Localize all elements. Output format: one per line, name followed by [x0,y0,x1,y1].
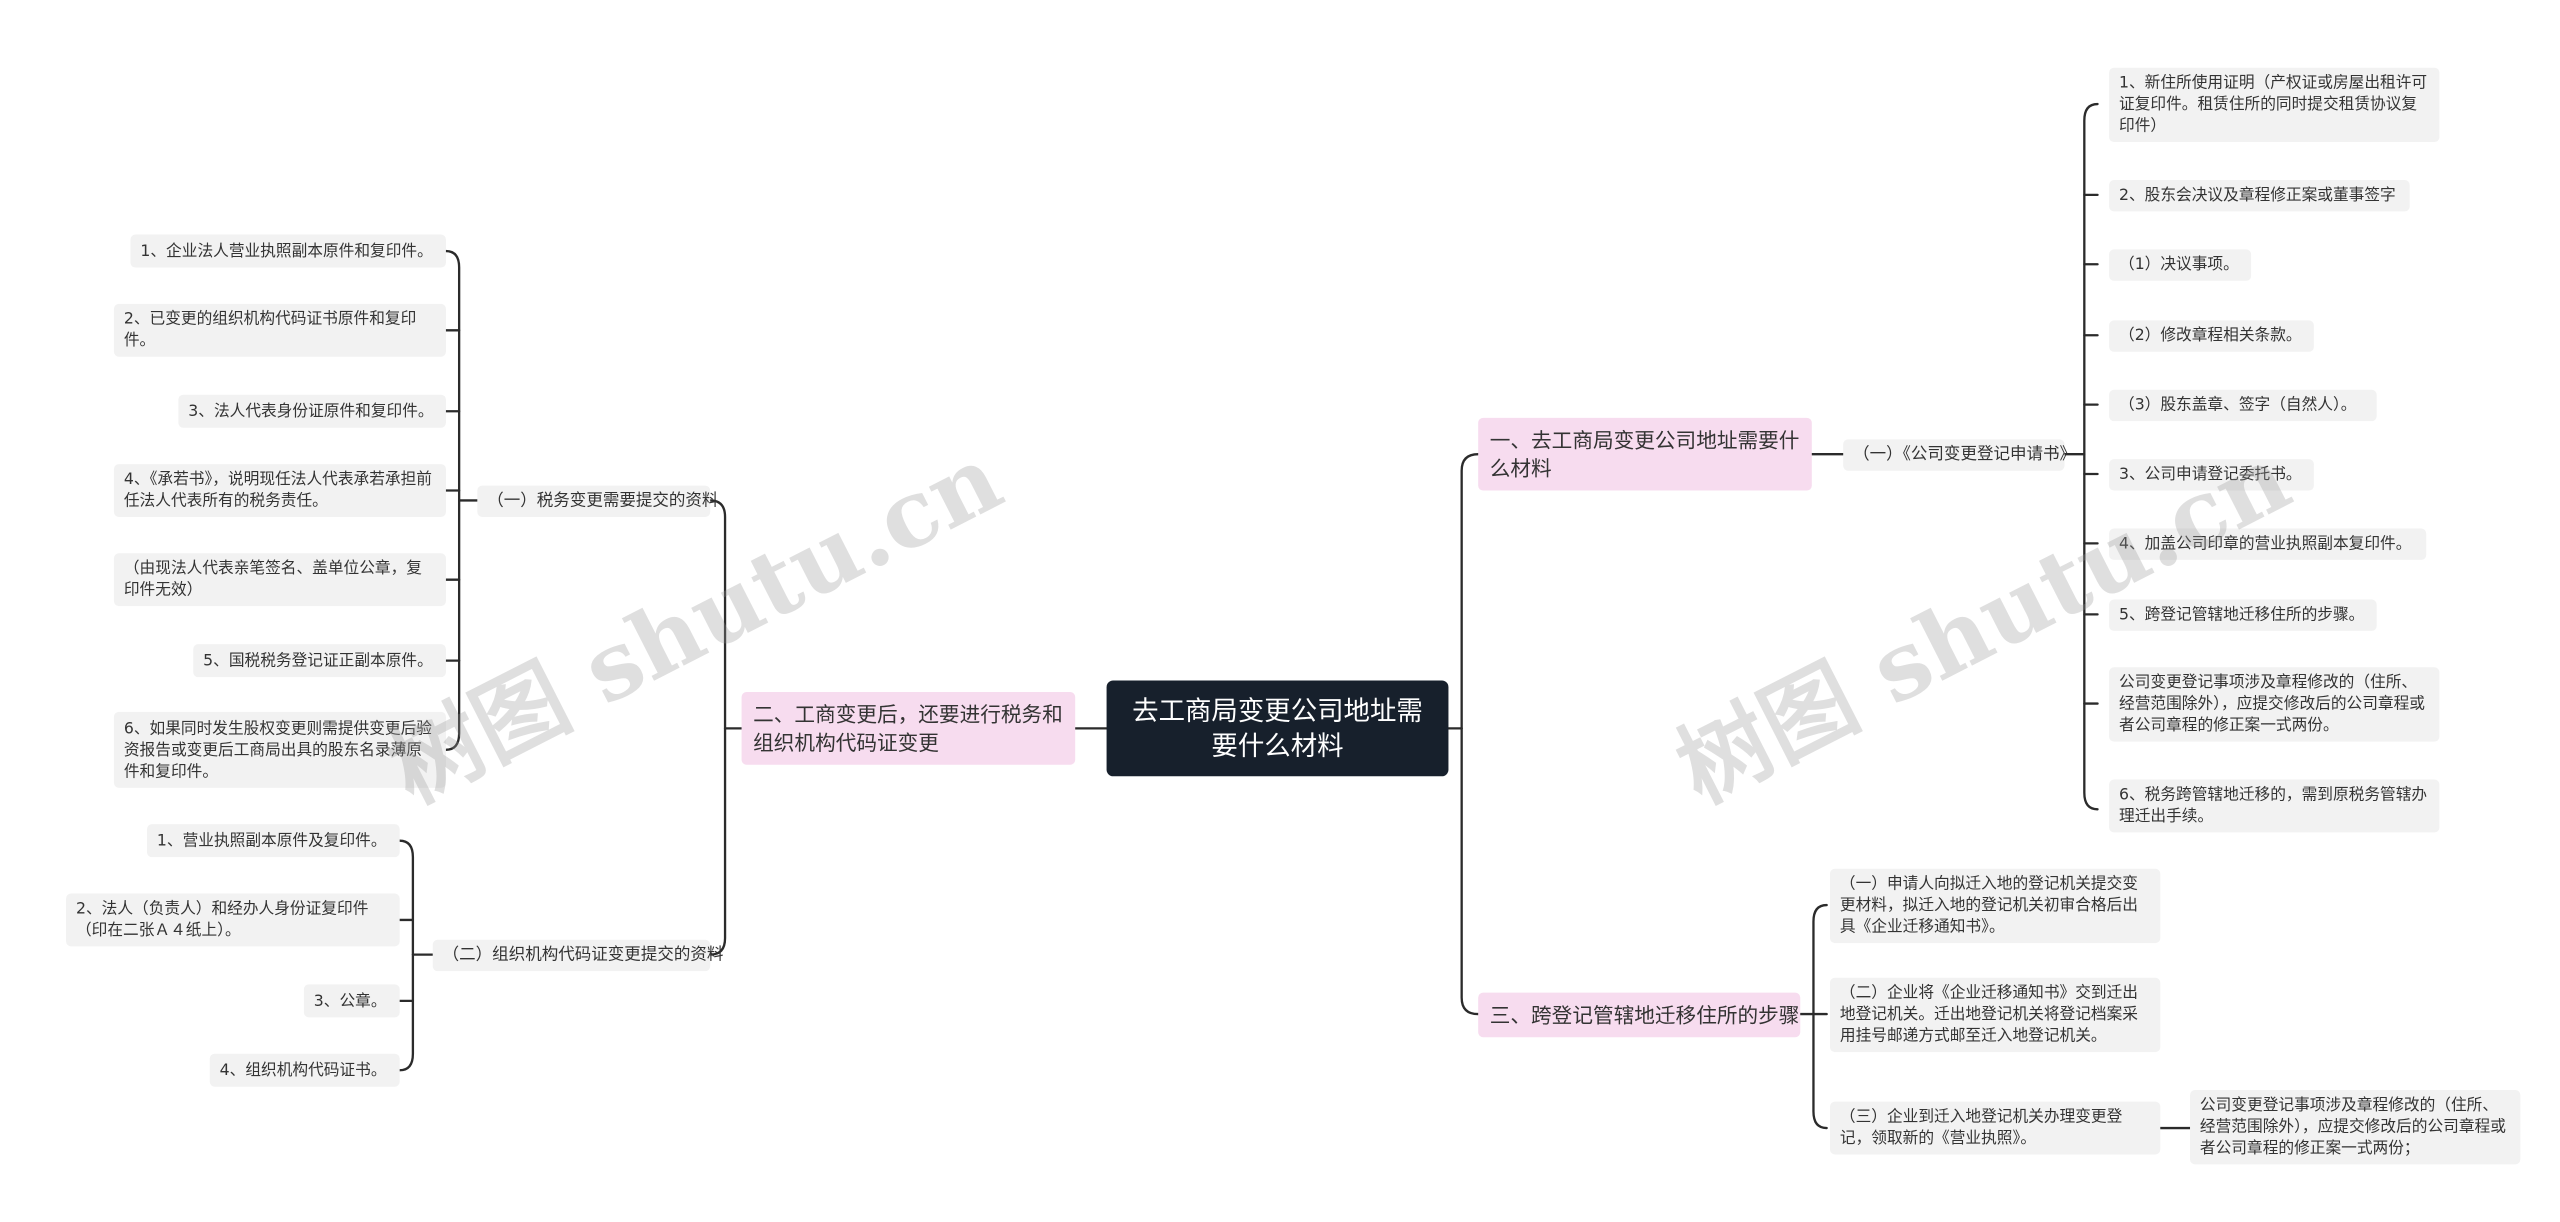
sub-application-form[interactable]: （一）《公司变更登记申请书》 [1843,439,2076,471]
migration-step-3[interactable]: （三）企业到迁入地登记机关办理变更登记，领取新的《营业执照》。 [1829,1101,2161,1155]
application-item-10[interactable]: 6、税务跨管辖地迁移的，需到原税务管辖办理迁出手续。 [2109,779,2440,833]
tax-item-5[interactable]: （由现法人代表亲笔签名、盖单位公章，复印件无效） [113,553,446,607]
application-item-8[interactable]: 5、跨登记管辖地迁移住所的步骤。 [2109,599,2377,631]
tax-item-4[interactable]: 4、《承若书》，说明现任法人代表承若承担前任法人代表所有的税务责任。 [113,464,446,517]
sub-org-code-change-materials[interactable]: （二）组织机构代码证变更提交的资料 [432,939,723,972]
branch-cross-jurisdiction-steps[interactable]: 三、跨登记管辖地迁移住所的步骤 [1478,992,1801,1038]
branch-required-materials[interactable]: 一、去工商局变更公司地址需要什么材料 [1478,417,1812,491]
tax-item-2[interactable]: 2、已变更的组织机构代码证书原件和复印件。 [113,303,446,357]
application-item-2[interactable]: 2、股东会决议及章程修正案或董事签字 [2109,180,2410,212]
application-item-5[interactable]: （3）股东盖章、签字（自然人）。 [2109,389,2377,422]
application-item-6[interactable]: 3、公司申请登记委托书。 [2109,459,2314,491]
org-code-item-3[interactable]: 3、公章。 [303,984,400,1018]
tax-item-7[interactable]: 6、如果同时发生股权变更则需提供变更后验资报告或变更后工商局出具的股东名录薄原件… [113,711,446,788]
tax-item-3[interactable]: 3、法人代表身份证原件和复印件。 [178,394,446,428]
application-item-7[interactable]: 4、加盖公司印章的营业执照副本复印件。 [2109,528,2427,560]
application-item-3[interactable]: （1）决议事项。 [2109,249,2252,281]
root-topic[interactable]: 去工商局变更公司地址需要什么材料 [1106,680,1449,777]
tax-item-6[interactable]: 5、国税税务登记证正副本原件。 [193,644,446,678]
org-code-item-2[interactable]: 2、法人（负责人）和经办人身份证复印件（印在二张Ａ４纸上）。 [66,893,400,947]
application-item-9[interactable]: 公司变更登记事项涉及章程修改的（住所、经营范围除外），应提交修改后的公司章程或者… [2109,667,2440,742]
sub-tax-change-materials[interactable]: （一）税务变更需要提交的资料 [477,485,718,517]
migration-step-3-note[interactable]: 公司变更登记事项涉及章程修改的（住所、经营范围除外），应提交修改后的公司章程或者… [2190,1090,2521,1165]
application-item-1[interactable]: 1、新住所使用证明（产权证或房屋出租许可证复印件。租赁住所的同时提交租赁协议复印… [2109,67,2440,143]
org-code-item-4[interactable]: 4、组织机构代码证书。 [209,1053,400,1087]
branch-tax-and-org-code-change[interactable]: 二、工商变更后，还要进行税务和组织机构代码证变更 [741,692,1076,765]
migration-step-1[interactable]: （一）申请人向拟迁入地的登记机关提交变更材料，拟迁入地的登记机关初审合格后出具《… [1829,868,2161,944]
application-item-4[interactable]: （2）修改章程相关条款。 [2109,320,2314,352]
migration-step-2[interactable]: （二）企业将《企业迁移通知书》交到迁出地登记机关。迁出地登记机关将登记档案采用挂… [1829,977,2161,1053]
tax-item-1[interactable]: 1、企业法人营业执照副本原件和复印件。 [130,234,446,268]
org-code-item-1[interactable]: 1、营业执照副本原件及复印件。 [146,824,400,858]
